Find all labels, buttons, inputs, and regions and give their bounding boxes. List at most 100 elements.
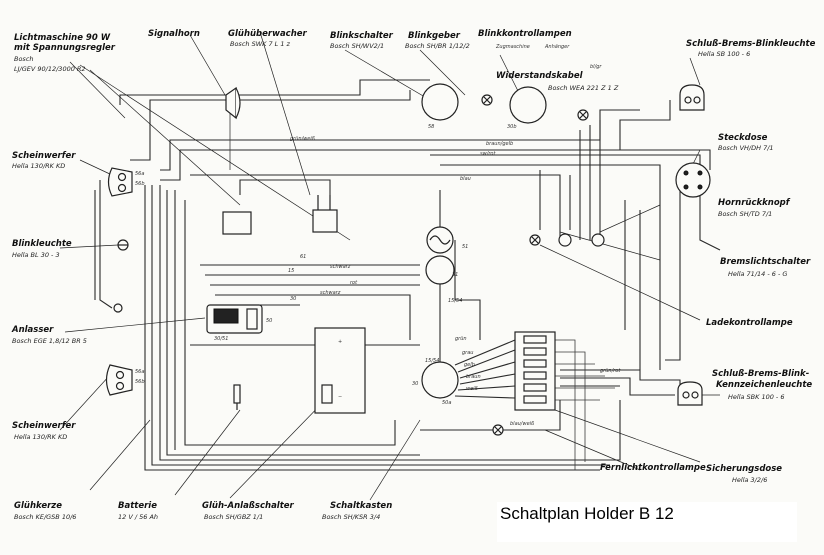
term-30-51: 30/51	[214, 336, 228, 342]
term-15-54-b: 15/54	[425, 358, 439, 364]
wire-lbl-grau: grau	[462, 350, 473, 356]
batterie-name: Batterie	[118, 501, 157, 511]
wire-lbl-gelb: gelb	[464, 362, 475, 368]
term-30: 30	[290, 296, 296, 302]
blinkgeber-name: Blinkgeber	[408, 31, 461, 41]
blinkgeber-code: Bosch SH/BR 1/12/2	[405, 42, 470, 50]
lamp-left-symbol	[113, 303, 123, 313]
glueh-anlassschalter-code: Bosch SH/GBZ 1/1	[204, 513, 263, 521]
steckdose-code: Bosch VH/DH 7/1	[718, 144, 774, 152]
anlasser-symbol	[206, 304, 263, 334]
sicherungsdose-name: Sicherungsdose	[706, 464, 782, 474]
center-relay-symbol	[425, 226, 455, 285]
wiring-harness	[59, 31, 721, 501]
lichtmaschine-name2: mit Spannungsregler	[14, 43, 116, 53]
term-31: 31	[452, 272, 458, 278]
blinkkontrolllampen-name: Blinkkontrollampen	[478, 29, 572, 39]
term-15: 15	[288, 268, 294, 274]
wire-lbl-blau: blau	[460, 176, 471, 182]
blinkschalter-code: Bosch SH/WV2/1	[330, 42, 384, 50]
gluehkerze-code: Bosch KE/GSB 10/6	[14, 513, 76, 521]
batterie-code: 12 V / 56 Ah	[118, 513, 158, 521]
signalhorn-symbol	[225, 86, 241, 120]
term-56a-bot: 56a	[135, 369, 144, 375]
term-15-54: 15/54	[448, 298, 462, 304]
wire-lbl-bl-gr: bl/gr	[590, 64, 602, 70]
schaltkasten-code: Bosch SH/KSR 3/4	[322, 513, 380, 521]
widerstandskabel-name: Widerstandskabel	[496, 71, 584, 81]
bremslichtschalter-code: Hella 71/14 - 6 - G	[728, 270, 787, 278]
wire-lbl-gruen: grün	[455, 336, 467, 342]
wire-lbl-schwarz2: schwarz	[320, 290, 341, 296]
wire-lbl-braun: braun	[466, 374, 481, 380]
term-58: 58	[428, 124, 434, 130]
sicherungsdose-code: Hella 3/2/6	[732, 476, 767, 484]
scheinwerfer-bottom-symbol	[105, 364, 133, 396]
gluehkerze-symbol	[233, 384, 241, 410]
glueh-anlassschalter-name: Glüh-Anlaßschalter	[202, 501, 295, 511]
scheinwerfer-top-symbol	[107, 167, 133, 197]
batt-plus: +	[338, 339, 342, 345]
lichtmaschine-code: LJ/GEV 90/12/3000 R2	[14, 65, 86, 73]
signalhorn-name: Signalhorn	[148, 29, 200, 39]
fernlichtkontrolllampe-name: Fernlichtkontrollampe	[600, 463, 706, 473]
blinkkontrolllampen-zug: Zugmaschine	[495, 44, 530, 50]
blinkleuchte-symbol	[117, 239, 129, 251]
hornruckknopf-code: Bosch SH/TD 7/1	[718, 210, 772, 218]
schlussleuchte-bottom-name2: Kennzeichenleuchte	[716, 380, 812, 390]
wire-lbl-rot: rot	[350, 280, 358, 286]
term-56b-bot: 56b	[135, 379, 145, 385]
sicherungsdose-symbol	[514, 331, 556, 411]
steckdose-name: Steckdose	[718, 133, 768, 143]
wire-lbl-sw-rot: sw/rot	[480, 151, 496, 157]
wire-lbl-schwarz: schwarz	[330, 264, 351, 270]
schlussleuchte-bottom-name: Schluß-Brems-Blink-	[712, 369, 810, 379]
scheinwerfer-bottom-name: Scheinwerfer	[12, 421, 76, 431]
term-50: 50	[266, 318, 272, 324]
scheinwerfer-top-code: Hella 130/RK KD	[12, 162, 65, 170]
anlasser-code: Bosch EGE 1,8/12 BR 5	[12, 337, 87, 345]
term-30b: 30b	[507, 124, 517, 130]
term-30-sk: 30	[412, 381, 418, 387]
ladekontrolllampe-name: Ladekontrollampe	[706, 318, 793, 328]
schlussleuchte-bottom-symbol	[677, 381, 703, 406]
anlasser-name: Anlasser	[11, 325, 54, 335]
schlussleuchte-top-code: Hella SB 100 - 6	[698, 50, 750, 58]
wire-lbl-blau-weiss: blau/weiß	[510, 421, 534, 427]
blinkleuchte-name: Blinkleuchte	[12, 239, 72, 249]
gluehueberwacher-symbol	[222, 195, 338, 235]
blinkleuchte-code: Hella BL 30 - 3	[12, 251, 60, 259]
gluehueberwacher-code: Bosch SWK 7 L 1 z	[230, 40, 291, 48]
schaltkasten-name: Schaltkasten	[330, 501, 392, 511]
blinkschalter-symbol	[421, 83, 459, 121]
wire-lbl-gruen-weiss: grün/weiß	[290, 136, 315, 142]
blinkgeber-symbol	[509, 86, 547, 124]
gluehkerze-name: Glühkerze	[14, 501, 62, 511]
wire-color-labels: grün/weiß blau schwarz rot schwarz grün …	[290, 64, 621, 427]
blinkschalter-name: Blinkschalter	[330, 31, 394, 41]
scheinwerfer-top-name: Scheinwerfer	[12, 151, 76, 161]
schlussleuchte-top-symbol	[679, 84, 705, 111]
fernlichtkontrolllampe-symbol	[492, 424, 504, 436]
term-61: 61	[300, 254, 306, 260]
hornruckknopf-name: Hornrückknopf	[718, 198, 791, 208]
component-labels: Lichtmaschine 90 W mit Spannungsregler B…	[11, 29, 816, 521]
schlussleuchte-bottom-code: Hella SBK 100 - 6	[728, 393, 784, 401]
steckdose-symbol	[675, 162, 711, 198]
wire-lbl-braun-gelb: braun/gelb	[486, 141, 513, 147]
gluehueberwacher-name: Glühüberwacher	[228, 29, 308, 39]
scheinwerfer-bottom-code: Hella 130/RK KD	[14, 433, 67, 441]
wire-lbl-weiss: weiß	[466, 386, 478, 392]
diagram-title: Schaltplan Holder B 12	[500, 504, 674, 523]
wire-lbl-gruen-rot: grün/rot	[600, 368, 621, 374]
control-lamps-right	[529, 233, 605, 247]
batterie-symbol	[314, 327, 366, 414]
term-56b-top: 56b	[135, 181, 145, 187]
batt-minus: −	[338, 394, 342, 400]
widerstandskabel-code: Bosch WEA 221 Z 1 Z	[548, 84, 619, 92]
term-50a: 50a	[442, 400, 451, 406]
term-56a-top: 56a	[135, 171, 144, 177]
bremslichtschalter-name: Bremslichtschalter	[720, 257, 811, 267]
schlussleuchte-top-name: Schluß-Brems-Blinkleuchte	[686, 39, 816, 49]
